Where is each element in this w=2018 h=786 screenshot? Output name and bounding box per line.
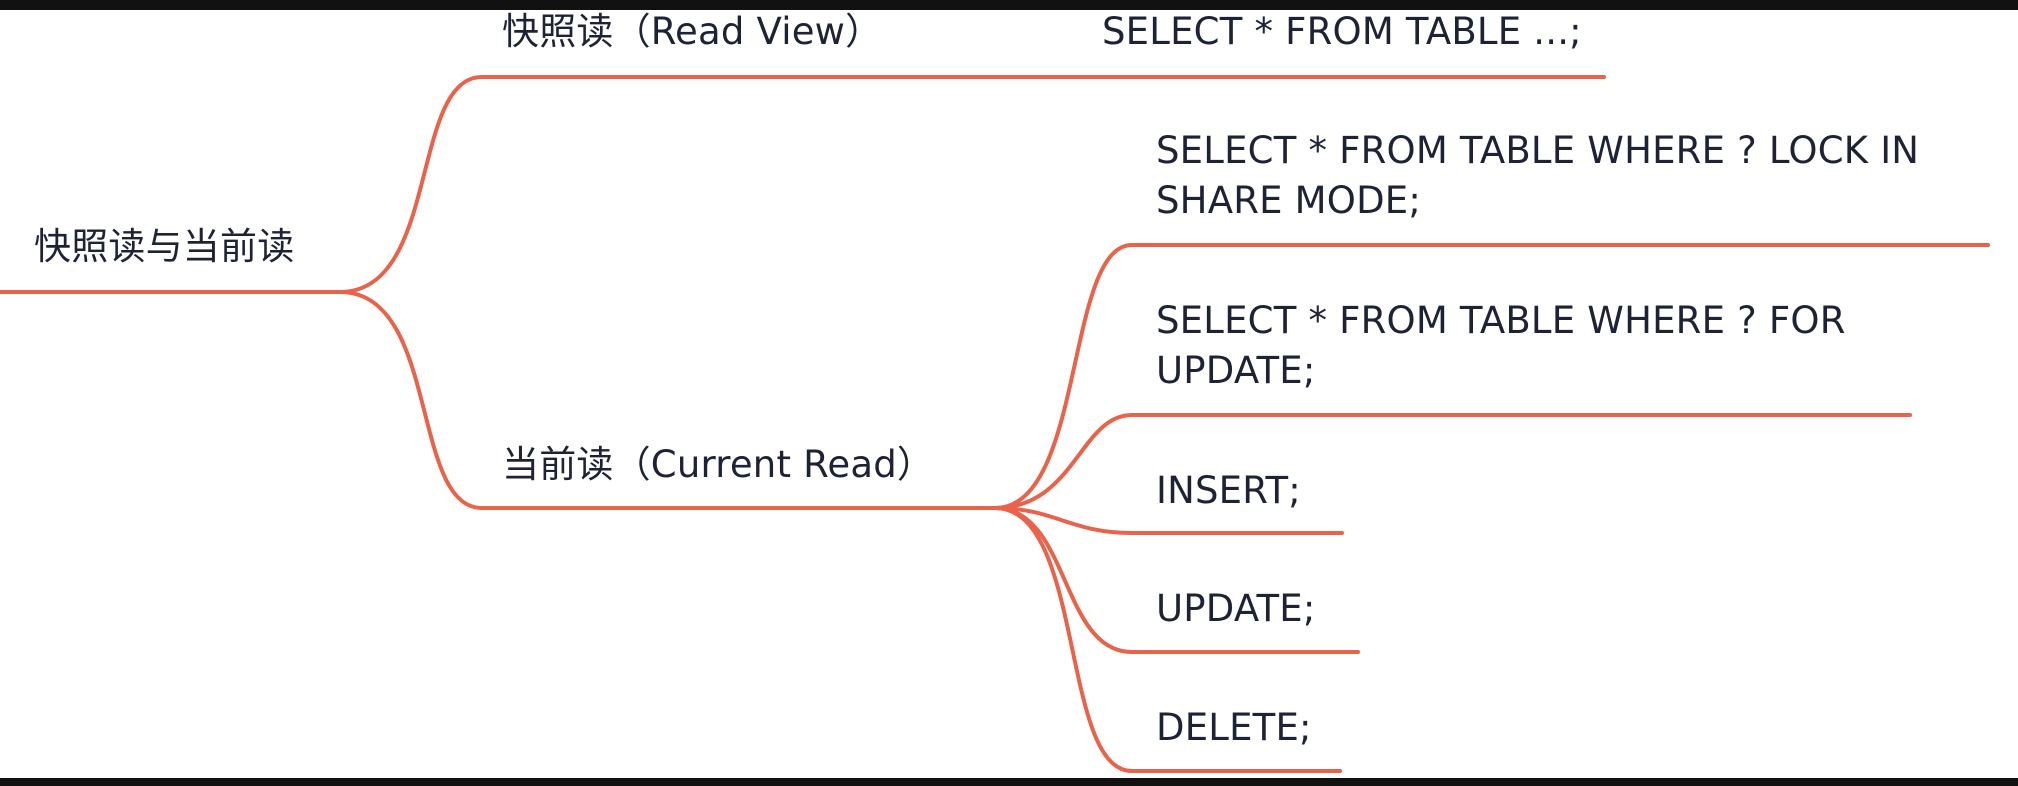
top-frame-bar [0,0,2018,10]
branch-snapshot-read: 快照读（Read View） [502,10,883,53]
connector-current-delete [993,506,1342,773]
connector-current-lock-share [993,243,1990,510]
connector-root-current [338,290,997,510]
leaf-select-for-update: SELECT * FROM TABLE WHERE ? FOR UPDATE; [1156,299,1846,392]
connector-current-for-update [993,413,1912,510]
bottom-frame-bar [0,778,2018,786]
leaf-select-lock-in-share-mode: SELECT * FROM TABLE WHERE ? LOCK IN SHAR… [1156,129,1920,222]
branch-current-read: 当前读（Current Read） [502,443,935,486]
connector-root-snapshot [338,75,1606,294]
root-node: 快照读与当前读 [34,225,295,268]
connector-current-insert [993,506,1344,535]
leaf-select-snapshot: SELECT * FROM TABLE ...; [1102,10,1582,53]
leaf-update: UPDATE; [1156,587,1316,630]
leaf-insert: INSERT; [1156,469,1301,512]
leaf-delete: DELETE; [1156,706,1312,749]
